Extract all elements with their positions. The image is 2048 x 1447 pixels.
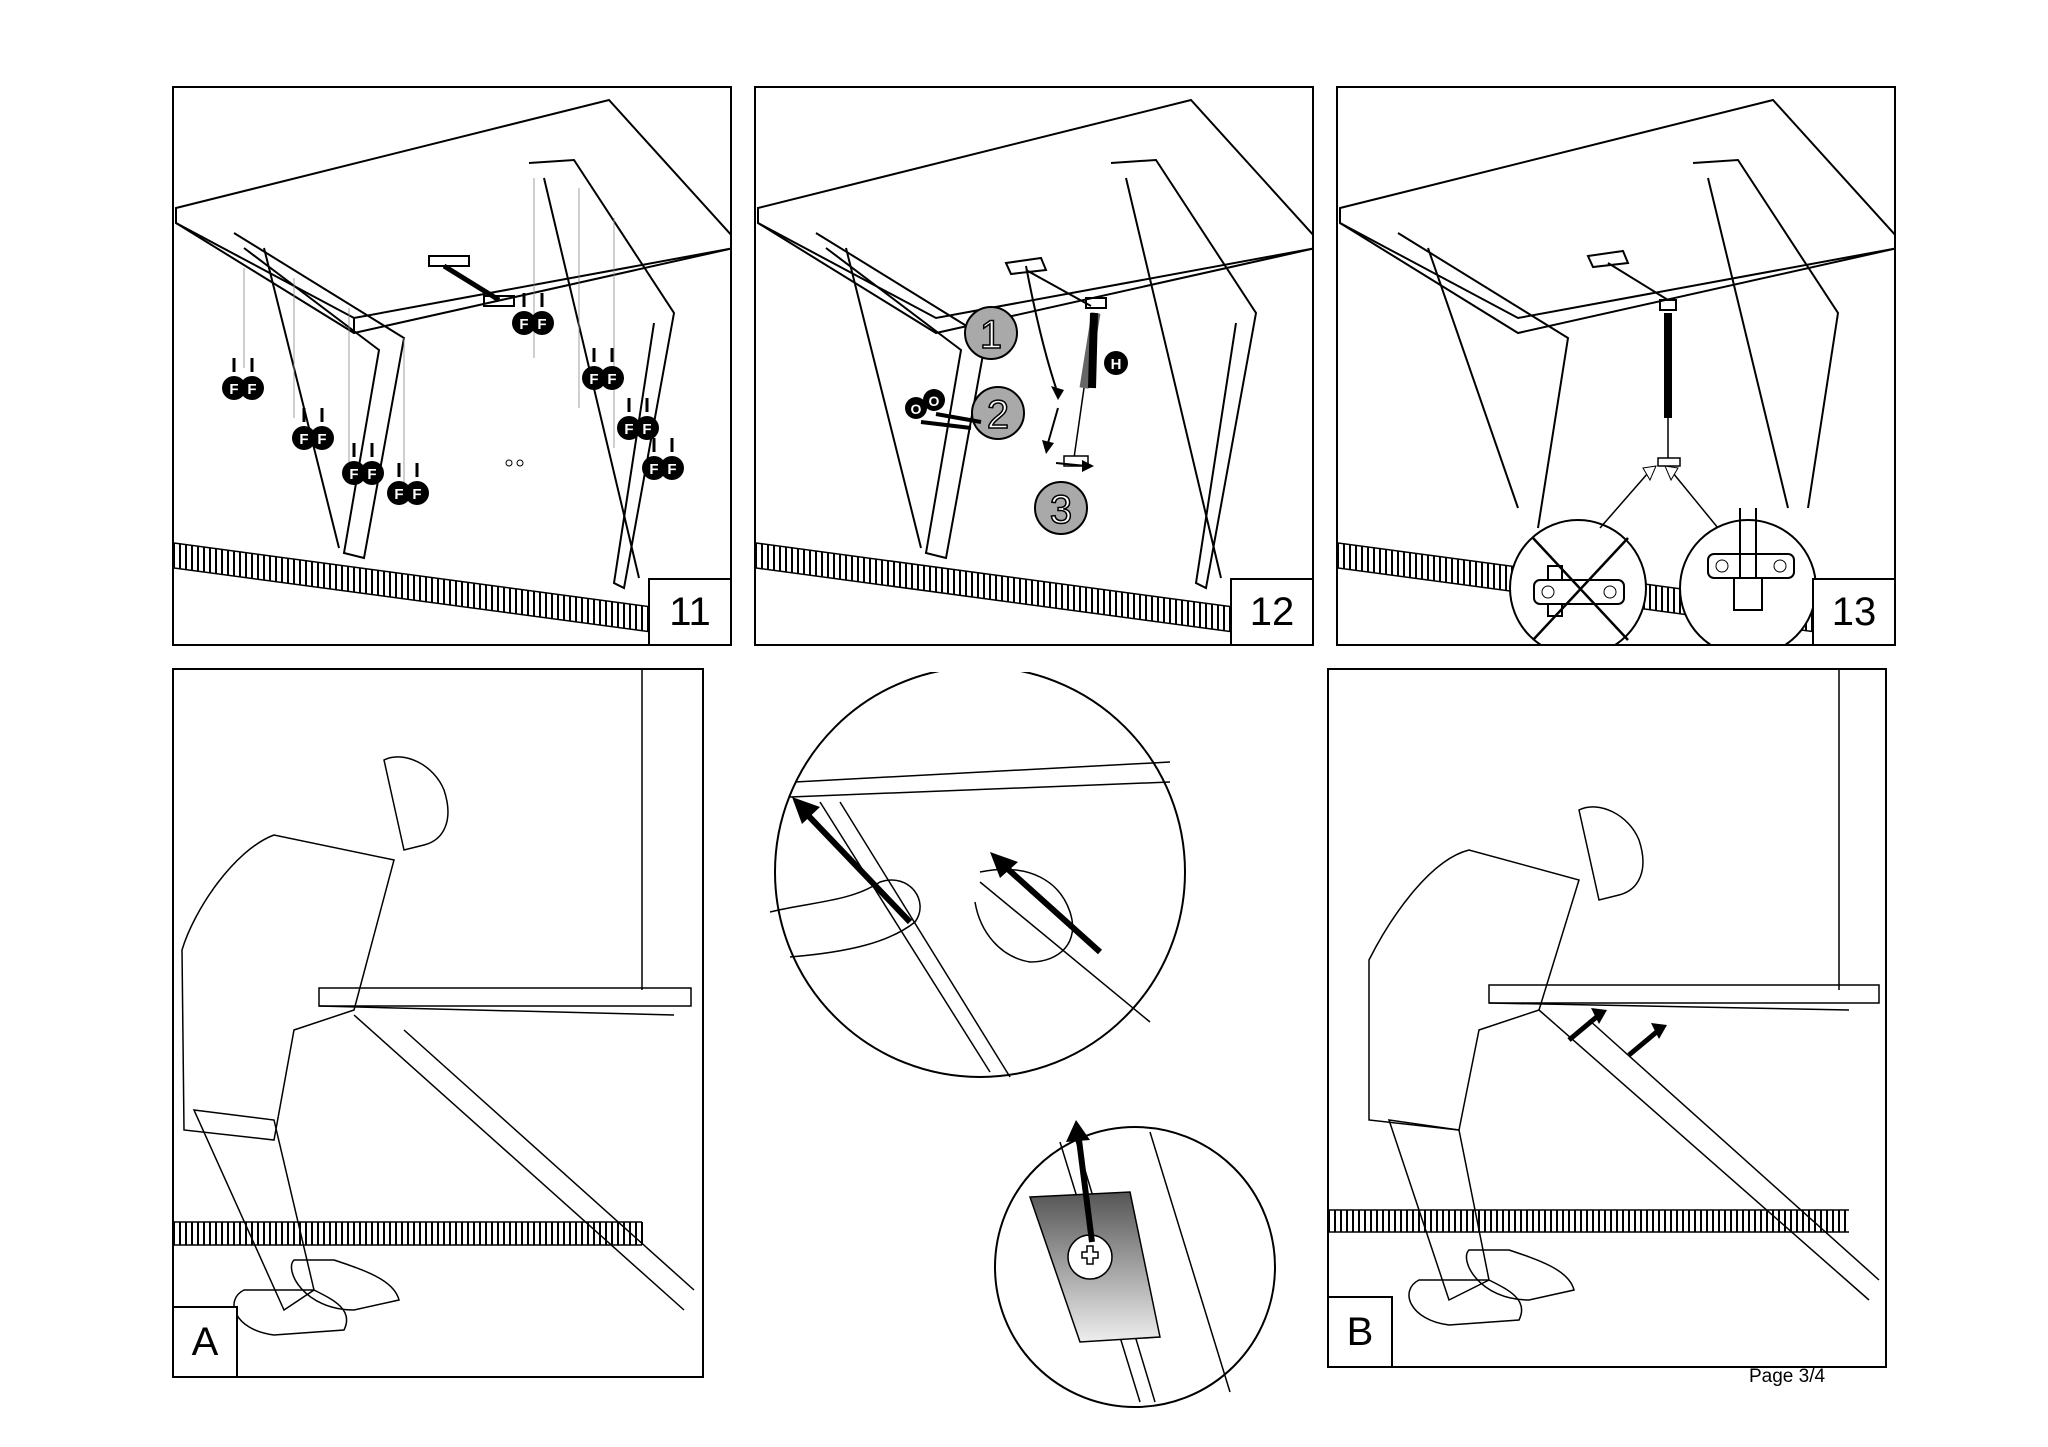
screw-label: F: [247, 381, 256, 398]
screw-label: F: [649, 461, 658, 478]
photo-b-panel: B: [1327, 668, 1887, 1368]
screw-marker: [660, 456, 684, 480]
screw-marker: [600, 366, 624, 390]
screw-marker: [405, 481, 429, 505]
photo-a-panel: A: [172, 668, 704, 1378]
screw-marker: [530, 311, 554, 335]
screw-marker: [292, 426, 316, 450]
step-12-panel: 1 2 3 H O O 12: [754, 86, 1314, 646]
step-number-12: 12: [1230, 578, 1312, 644]
step-number-13: 13: [1812, 578, 1894, 644]
person-adjusting-table-illustration: [1329, 670, 1880, 1326]
screw-marker: [617, 416, 641, 440]
screw-label: F: [299, 431, 308, 448]
photo-label-a: A: [174, 1306, 238, 1376]
screw-label: F: [229, 381, 238, 398]
screw-marker: [240, 376, 264, 400]
screw-marker: [342, 461, 366, 485]
screw-label: F: [589, 371, 598, 388]
plug-label-1: O: [911, 401, 922, 417]
callout-3: 3: [1050, 488, 1072, 532]
gas-spring-label: H: [1111, 356, 1122, 373]
page-number: Page 3/4: [1749, 1366, 1826, 1387]
callout-2: 2: [987, 393, 1009, 437]
screw-label: F: [317, 431, 326, 448]
screw-marker: [642, 456, 666, 480]
screw-label: F: [537, 316, 546, 333]
screw-marker: [310, 426, 334, 450]
screw-label: F: [349, 466, 358, 483]
screw-label: F: [412, 486, 421, 503]
step-number-11: 11: [648, 578, 730, 644]
correct-mount-detail: [1679, 508, 1817, 644]
callout-1: 1: [980, 313, 1002, 357]
screw-label: F: [667, 461, 676, 478]
step-13-illustration: [1338, 98, 1894, 644]
screw-label: F: [519, 316, 528, 333]
plug-label-2: O: [929, 393, 940, 409]
screw-label: F: [607, 371, 616, 388]
detail-closeups: [730, 672, 1290, 1412]
screw-marker: [582, 366, 606, 390]
step-12-illustration: 1 2 3 H O O: [756, 98, 1312, 644]
screw-marker: [387, 481, 411, 505]
screw-label: F: [624, 421, 633, 438]
screw-label: F: [367, 466, 376, 483]
screw-marker: [635, 416, 659, 440]
screw-marker: [222, 376, 246, 400]
wrong-mount-detail: [1509, 519, 1647, 644]
screw-marker: [512, 311, 536, 335]
screw-label: F: [394, 486, 403, 503]
photo-label-b: B: [1329, 1296, 1393, 1366]
step-13-panel: 13: [1336, 86, 1896, 646]
screw-label: F: [642, 421, 651, 438]
person-lowering-table-illustration: [174, 670, 695, 1336]
hands-closeup: [769, 672, 1186, 1078]
screw-marker: [360, 461, 384, 485]
screw-closeup: [994, 1120, 1276, 1408]
